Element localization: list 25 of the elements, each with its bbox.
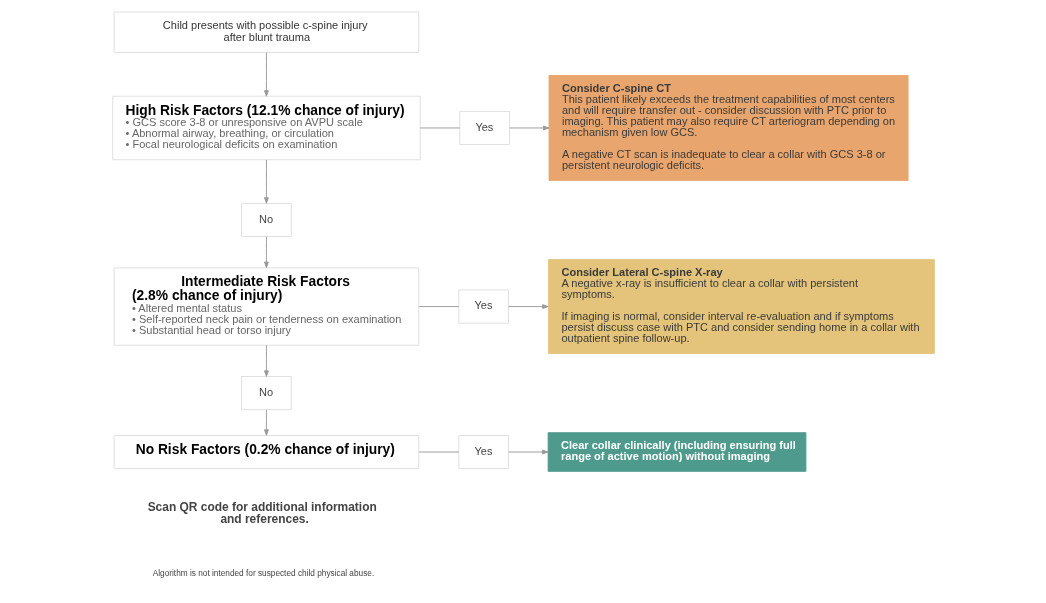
label: Algorithm is not intended for suspected child physical abuse.	[152, 569, 374, 579]
connector	[419, 127, 460, 129]
arrow	[263, 344, 269, 377]
node-box: No Risk Factors (0.2% chance of injury)	[113, 435, 419, 470]
connector	[418, 451, 459, 453]
arrow	[263, 52, 269, 97]
node-box: Yes	[457, 289, 509, 324]
label: Scan QR code for additional information and references.	[147, 500, 377, 527]
arrow	[507, 304, 549, 309]
node-box: Yes	[458, 110, 510, 145]
connector	[418, 306, 459, 307]
arrow	[507, 449, 549, 455]
node-box: Consider Lateral C-spine X-ray A negative x-ray is insufficient to clear a collar with persistent symptoms. If imaging is normal, consider interval re-evaluation and if symptoms persist discuss case with PTC and consider sending home in a collar with outpatient spine follow-up.	[547, 259, 935, 354]
arrow	[263, 159, 269, 204]
node-box: Child presents with possible c-spine injury after blunt trauma	[113, 11, 419, 53]
node-box: Clear collar clinically (including ensuring full range of active motion) without imaging	[547, 432, 806, 472]
node-box: No	[240, 203, 292, 238]
node-box: Consider C-spine CT This patient likely exceeds the treatment capabilities of most centers and will require transfer out - consider discussion with PTC prior to imaging. This patient may also require CT arteriogram depending on mechanism given low GCS. A negative CT scan is inadequate to clear a collar with GCS 3-8 or persistent neurologic deficits.	[548, 75, 909, 181]
node-box: No	[240, 376, 292, 411]
arrow	[508, 125, 549, 131]
arrow	[263, 409, 269, 436]
node-box: Intermediate Risk Factors (2.8% chance of injury) • Altered mental status • Self-reported neck pain or tenderness on examination • Substantial head or torso injury	[113, 267, 419, 346]
arrow	[263, 236, 269, 269]
node-box: High Risk Factors (12.1% chance of injury) • GCS score 3-8 or unresponsive on AVPU scale • Abnormal airway, breathing, or circulation • Focal neurological deficits on examination	[111, 95, 421, 161]
node-box: Yes	[457, 435, 509, 470]
